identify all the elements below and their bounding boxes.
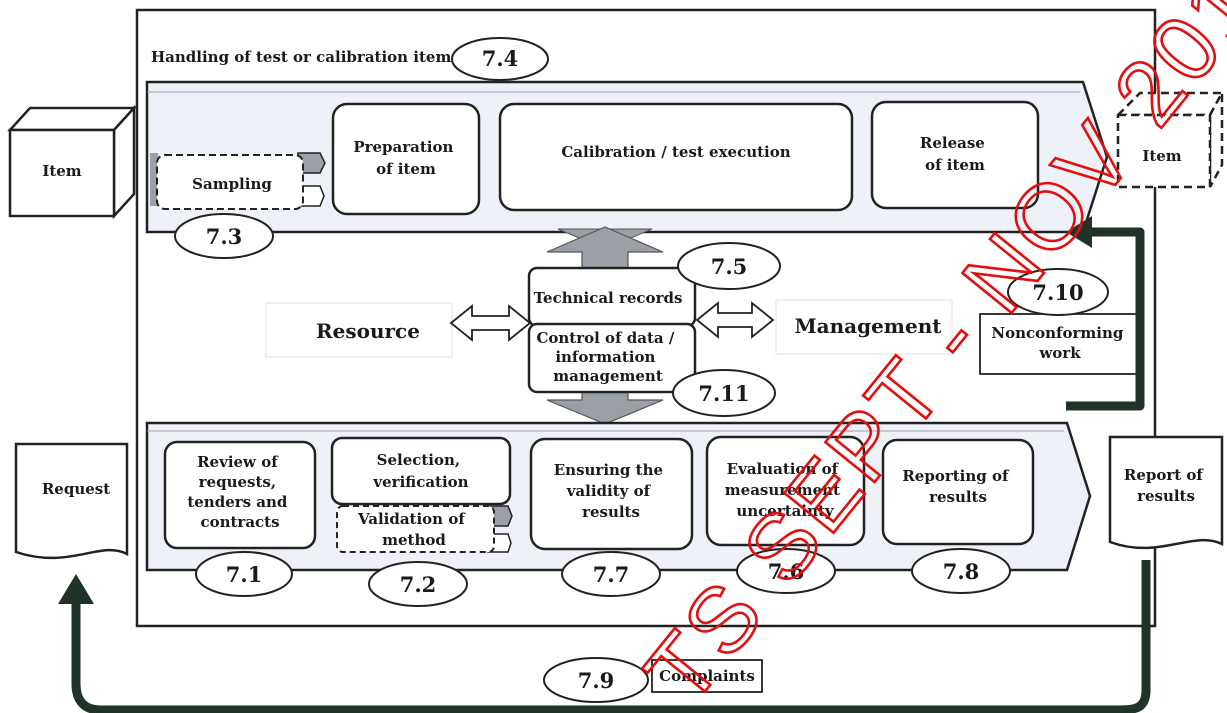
review-line-2: requests, (199, 473, 276, 491)
nonconforming-label: Nonconforming work (991, 324, 1128, 362)
report-label: Report of results (1124, 466, 1208, 505)
release-line-2: of item (925, 156, 985, 174)
records-up-arrow-shape (546, 226, 664, 271)
ref-7-9: 7.9 (578, 668, 615, 693)
selection-label: Selection, verification (372, 451, 468, 491)
request-document (14, 442, 129, 560)
reporting-line-1: Reporting of (902, 467, 1010, 485)
ref-7-5: 7.5 (711, 254, 748, 279)
item-input-cube (7, 104, 137, 220)
ref-oval-7-2 (368, 561, 468, 607)
preparation-line-2: of item (376, 160, 436, 178)
item-output-cube (1114, 91, 1225, 189)
review-label: Review of requests, tenders and contract… (187, 453, 292, 531)
selection-line-1: Selection, (377, 451, 461, 469)
validity-box (529, 437, 694, 551)
preparation-box (331, 102, 481, 216)
preparation-label: Preparation of item (353, 138, 458, 178)
ref-7-3: 7.3 (206, 224, 243, 249)
ref-oval-7-4 (451, 37, 549, 81)
validity-line-1: Ensuring the (554, 461, 663, 479)
release-label: Release of item (920, 134, 990, 174)
report-document (1108, 435, 1224, 550)
nonconforming-arrowhead (1066, 216, 1092, 248)
complaints-box (651, 659, 763, 693)
calibration-box (498, 102, 854, 212)
control-data-label: Control of data / information management (536, 329, 679, 385)
complaints-feedback-arrow (71, 560, 1151, 713)
selection-line-2: verification (372, 473, 468, 491)
sampling-box (156, 154, 304, 210)
review-line-3: tenders and (187, 493, 288, 511)
ref-oval-7-6 (736, 548, 836, 594)
ref-oval-7-11 (672, 369, 776, 417)
ref-oval-7-7 (561, 551, 661, 597)
uncertainty-line-1: Evaluation of (727, 460, 840, 478)
ref-7-4: 7.4 (482, 46, 519, 71)
resource-box (265, 302, 453, 358)
management-double-arrow (695, 301, 775, 339)
ref-oval-7-1 (195, 551, 293, 597)
control-data-line-2: information (555, 348, 655, 366)
complaints-arrowhead (58, 574, 94, 604)
uncertainty-box (705, 435, 866, 547)
complaints-label: Complaints (659, 667, 755, 685)
ref-7-1: 7.1 (226, 562, 263, 587)
validation-box (336, 505, 495, 553)
uncertainty-line-2: measurement (725, 481, 840, 499)
technical-records-label: Technical records (534, 289, 683, 307)
nonconforming-box (979, 313, 1141, 375)
sampling-label: Sampling (192, 175, 272, 193)
resource-label: Resource (316, 319, 420, 343)
management-box (775, 299, 953, 355)
calibration-label: Calibration / test execution (561, 143, 790, 161)
review-line-4: contracts (200, 513, 279, 531)
control-data-line-3: management (553, 367, 663, 385)
reporting-box (881, 438, 1035, 546)
uncertainty-line-3: uncertainty (736, 502, 835, 520)
ref-7-8: 7.8 (943, 559, 980, 584)
uncertainty-label: Evaluation of measurement uncertainty (725, 460, 845, 520)
ref-oval-7-9 (543, 657, 649, 703)
validity-label: Ensuring the validity of results (554, 461, 669, 521)
nonconforming-line-1: Nonconforming (991, 324, 1124, 342)
review-box (163, 440, 317, 550)
ref-oval-7-5 (677, 242, 781, 290)
preparation-line-1: Preparation (353, 138, 453, 156)
release-box (870, 100, 1040, 210)
records-down-arrow (546, 391, 664, 425)
ref-7-7: 7.7 (593, 562, 630, 587)
reporting-line-2: results (929, 488, 987, 506)
ref-7-6: 7.6 (768, 559, 805, 584)
resource-double-arrow (449, 304, 532, 342)
nonconforming-feedback-arrow (1066, 227, 1145, 411)
validation-label: Validation of method (357, 510, 470, 549)
validation-line-2: method (382, 531, 446, 549)
management-label: Management (795, 314, 943, 338)
review-line-1: Review of (197, 453, 279, 471)
request-label: Request (42, 480, 110, 498)
release-line-1: Release (920, 134, 985, 152)
reporting-label: Reporting of results (902, 467, 1013, 506)
handling-title: Handling of test or calibration items (151, 48, 460, 66)
selection-box (330, 436, 512, 506)
item-output-label: Item (1142, 147, 1181, 165)
validation-line-1: Validation of (357, 510, 466, 528)
ref-oval-7-10 (1007, 268, 1109, 316)
nonconforming-line-2: work (1038, 344, 1081, 362)
control-data-line-1: Control of data / (536, 329, 674, 347)
ref-oval-7-3 (174, 213, 274, 259)
ref-7-10: 7.10 (1032, 280, 1083, 305)
item-input-label: Item (42, 162, 81, 180)
validity-line-2: validity of (566, 482, 652, 500)
ref-oval-7-8 (911, 548, 1011, 594)
ref-7-11: 7.11 (698, 381, 749, 406)
report-line-2: results (1137, 487, 1195, 505)
report-line-1: Report of (1124, 466, 1205, 484)
validity-line-3: results (582, 503, 640, 521)
ref-7-2: 7.2 (400, 572, 437, 597)
control-data-box (527, 322, 697, 394)
